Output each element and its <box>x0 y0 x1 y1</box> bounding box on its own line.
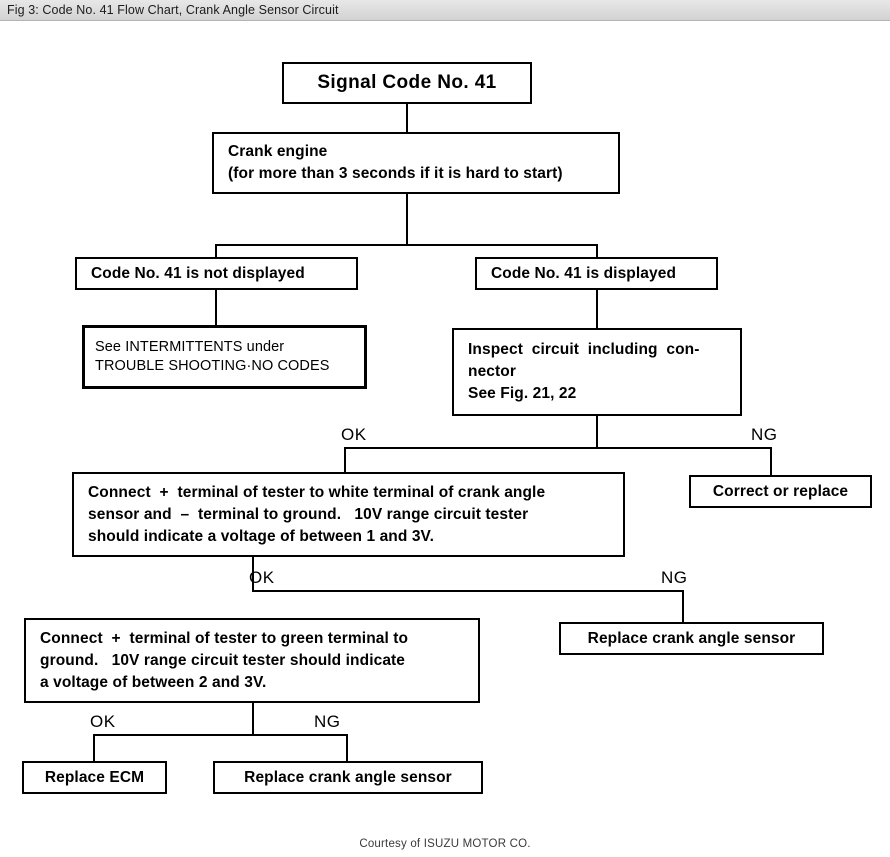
node-replace-sensor-bottom-label: Replace crank angle sensor <box>244 768 452 786</box>
connector-crank-down <box>406 194 408 245</box>
node-correct-or-replace-label: Correct or replace <box>712 482 849 500</box>
connector-split-bar-3 <box>252 590 684 592</box>
node-test-white-terminal-line2: sensor and – terminal to ground. 10V ran… <box>88 505 529 523</box>
figure-header-bar: Fig 3: Code No. 41 Flow Chart, Crank Ang… <box>0 0 890 21</box>
node-replace-sensor-bottom: Replace crank angle sensor <box>213 761 483 794</box>
branch-label-ng-3: NG <box>314 712 341 731</box>
node-test-white-terminal-line3: should indicate a voltage of between 1 a… <box>88 527 434 545</box>
connector-split-left-1 <box>215 244 217 258</box>
node-see-intermittents-line1: See INTERMITTENTS under <box>95 339 285 355</box>
node-see-intermittents-line2: TROUBLE SHOOTING·NO CODES <box>95 358 330 374</box>
courtesy-credit: Courtesy of ISUZU MOTOR CO. <box>359 838 531 850</box>
connector-split-left-4 <box>93 734 95 762</box>
connector-split-right-2 <box>770 447 772 476</box>
node-replace-ecm-label: Replace ECM <box>44 768 145 786</box>
node-code-not-displayed-label: Code No. 41 is not displayed <box>91 264 305 282</box>
node-replace-ecm: Replace ECM <box>22 761 167 794</box>
connector-notdisplayed-to-intermittents <box>215 290 217 327</box>
node-test-green-terminal-line3: a voltage of between 2 and 3V. <box>40 673 267 691</box>
connector-inspect-down <box>596 416 598 448</box>
connector-split-right-1 <box>596 244 598 258</box>
connector-green-test-down <box>252 703 254 735</box>
node-test-white-terminal: Connect + terminal of tester to white te… <box>72 472 625 557</box>
connector-split-right-4 <box>346 734 348 762</box>
node-replace-sensor-mid: Replace crank angle sensor <box>559 622 824 655</box>
figure-title: Fig 3: Code No. 41 Flow Chart, Crank Ang… <box>7 3 339 17</box>
branch-label-ok-3: OK <box>90 712 116 731</box>
node-test-green-terminal-line1: Connect + terminal of tester to green te… <box>40 629 409 647</box>
connector-white-test-down <box>252 557 254 591</box>
node-signal-code: Signal Code No. 41 <box>282 62 532 104</box>
connector-split-bar-1 <box>215 244 598 246</box>
node-inspect-circuit-line1: Inspect circuit including con- <box>468 341 700 358</box>
connector-displayed-to-inspect <box>596 290 598 328</box>
node-test-green-terminal: Connect + terminal of tester to green te… <box>24 618 480 703</box>
connector-split-bar-2 <box>344 447 772 449</box>
node-code-displayed: Code No. 41 is displayed <box>475 257 718 290</box>
connector-split-bar-4 <box>93 734 348 736</box>
branch-label-ok-1: OK <box>341 425 367 444</box>
node-test-white-terminal-line1: Connect + terminal of tester to white te… <box>88 483 546 501</box>
node-replace-sensor-mid-label: Replace crank angle sensor <box>587 629 796 647</box>
node-signal-code-label: Signal Code No. 41 <box>317 72 497 93</box>
branch-label-ok-2: OK <box>249 568 275 587</box>
connector-split-right-3 <box>682 590 684 623</box>
connector-split-left-2 <box>344 447 346 472</box>
node-see-intermittents: See INTERMITTENTS under TROUBLE SHOOTING… <box>82 325 367 389</box>
node-inspect-circuit-line3: See Fig. 21, 22 <box>468 385 577 402</box>
node-code-not-displayed: Code No. 41 is not displayed <box>75 257 358 290</box>
node-code-displayed-label: Code No. 41 is displayed <box>491 264 677 282</box>
connector-signal-to-crank <box>406 104 408 154</box>
branch-label-ng-1: NG <box>751 425 778 444</box>
node-crank-engine-line2: (for more than 3 seconds if it is hard t… <box>228 165 563 182</box>
node-inspect-circuit-line2: nector <box>468 363 516 380</box>
node-test-green-terminal-line2: ground. 10V range circuit tester should … <box>40 651 406 669</box>
node-crank-engine: Crank engine (for more than 3 seconds if… <box>212 132 620 194</box>
node-crank-engine-line1: Crank engine <box>228 143 328 160</box>
node-inspect-circuit: Inspect circuit including con- nector Se… <box>452 328 742 416</box>
flowchart-canvas: Signal Code No. 41 Crank engine (for mor… <box>0 22 890 857</box>
branch-label-ng-2: NG <box>661 568 688 587</box>
node-correct-or-replace: Correct or replace <box>689 475 872 508</box>
